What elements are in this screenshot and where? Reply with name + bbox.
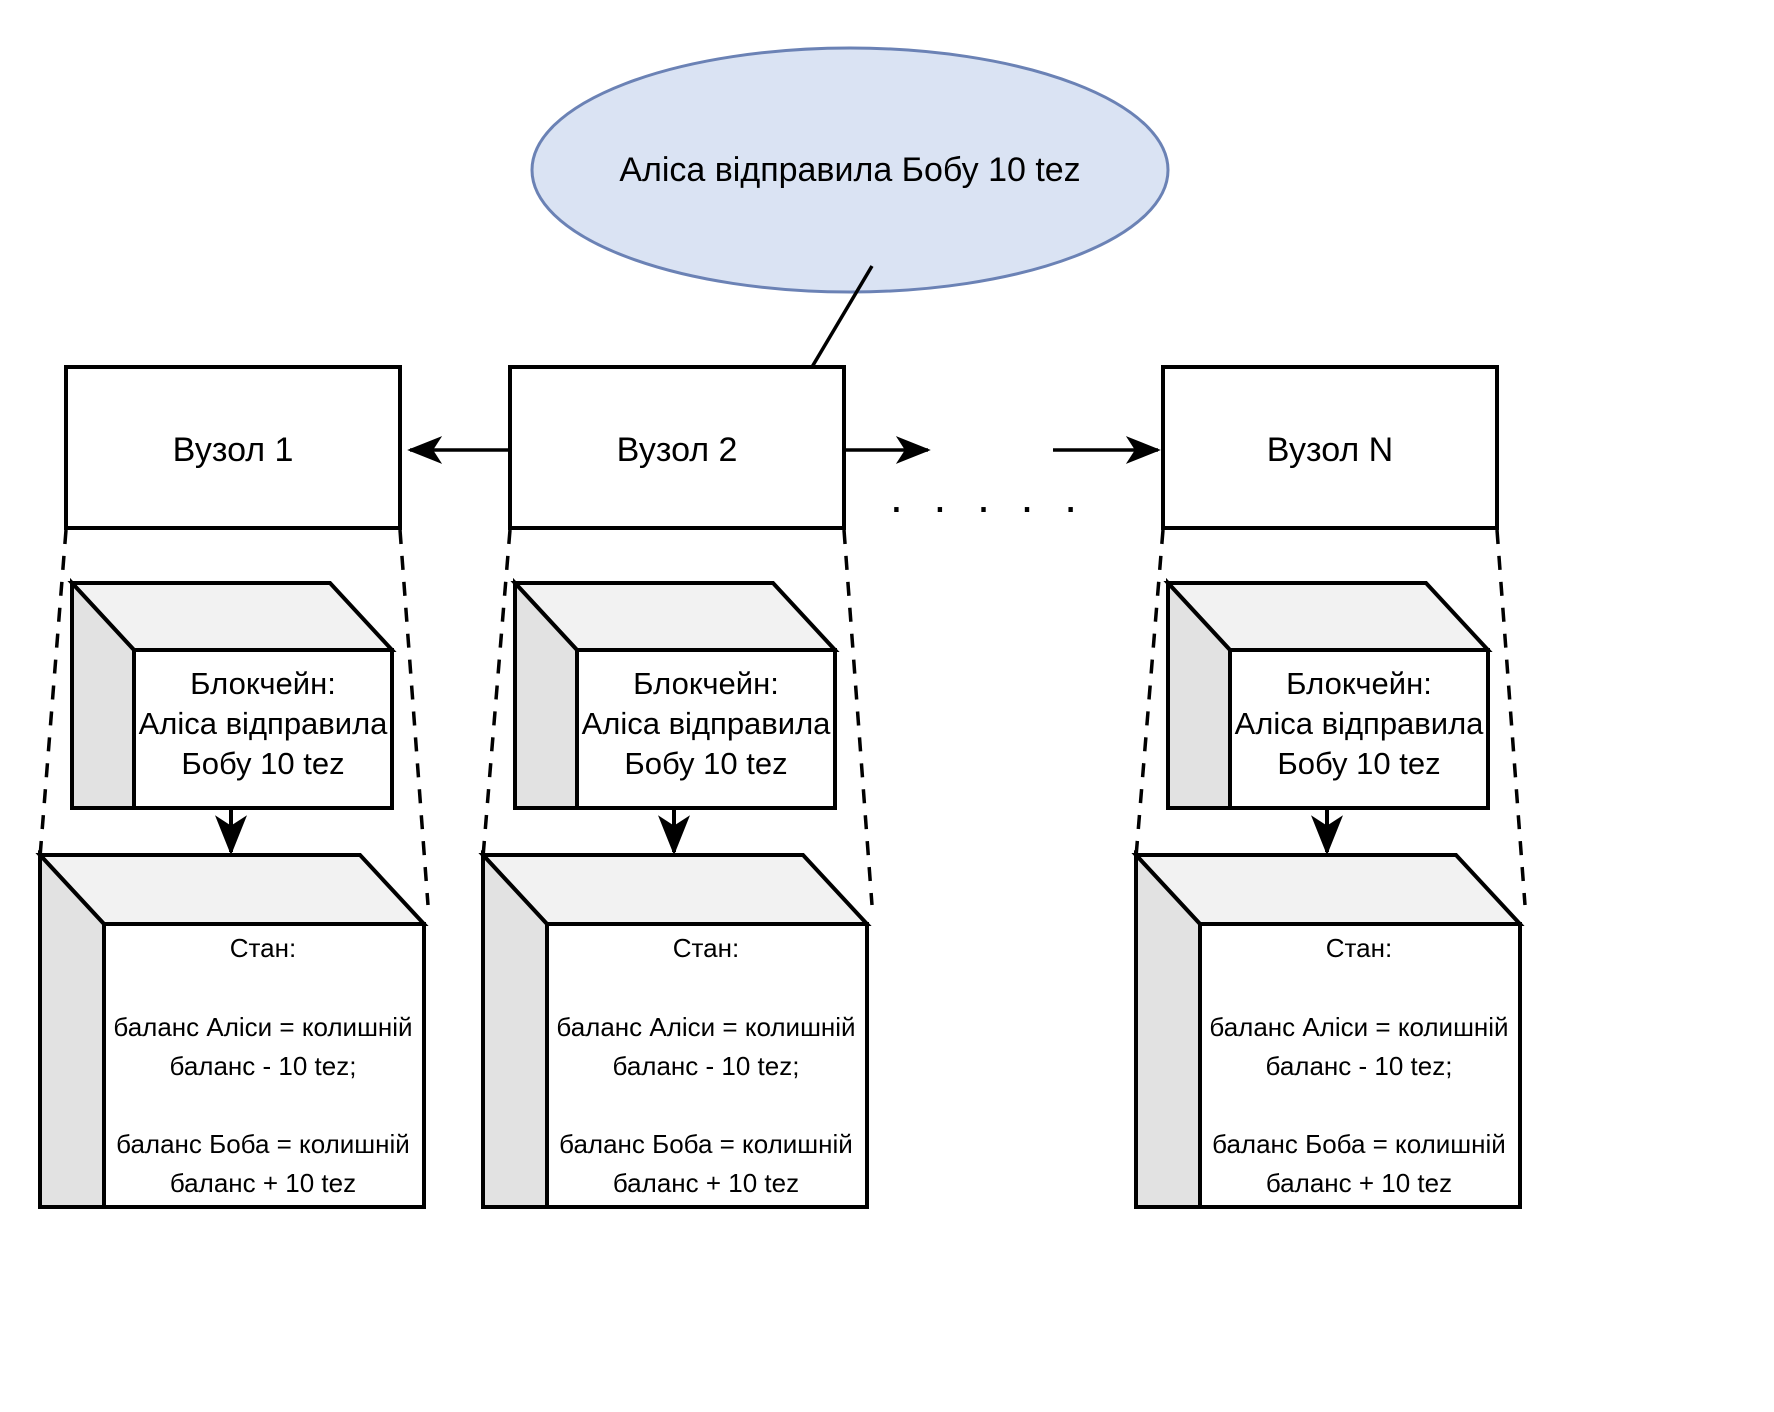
cube-front-face (132, 648, 394, 810)
node-2-state-line3: баланс Боба = колишній (559, 1129, 853, 1159)
node-2-dashed-left (481, 529, 512, 858)
node-1-dashed-right (398, 529, 430, 906)
cube-front-face (1198, 922, 1522, 1209)
node-2-dashed-right (842, 529, 874, 906)
cube-front-face (1228, 648, 1490, 810)
node-n-state-line3: баланс Боба = колишній (1212, 1129, 1506, 1159)
node-1-state-header: Стан: (230, 933, 296, 963)
node-2-blockchain-line2: Аліса відправила (582, 706, 832, 741)
transaction-label: Аліса відправила Бобу 10 tez (619, 151, 1080, 189)
node-2-state-cube[interactable]: Стан: баланс Аліси = колишній баланс - 1… (478, 849, 872, 1209)
node-2-label: Вузол 2 (617, 431, 738, 469)
node-1-dashed-left (38, 529, 68, 858)
node-n-label: Вузол N (1267, 431, 1394, 469)
node-n-state-line2: баланс - 10 tez; (1266, 1051, 1453, 1081)
node-1-blockchain-cube[interactable]: Блокчейн: Аліса відправила Бобу 10 tez (67, 577, 397, 810)
node-1-label: Вузол 1 (173, 431, 294, 469)
node-2-state-line1: баланс Аліси = колишній (556, 1012, 855, 1042)
node-1-blockchain-line2: Аліса відправила (139, 706, 389, 741)
node-1-state-cube[interactable]: Стан: баланс Аліси = колишній баланс - 1… (35, 849, 429, 1209)
cube-top-face (35, 853, 429, 926)
node-2-blockchain-cube[interactable]: Блокчейн: Аліса відправила Бобу 10 tez (510, 577, 840, 810)
cube-front-face (102, 922, 426, 1209)
cube-top-face (478, 853, 872, 926)
node-1-blockchain-line1: Блокчейн: (190, 666, 336, 701)
node-n-state-cube[interactable]: Стан: баланс Аліси = колишній баланс - 1… (1131, 849, 1525, 1209)
node-2-state-line2: баланс - 10 tez; (613, 1051, 800, 1081)
node-n-blockchain-cube[interactable]: Блокчейн: Аліса відправила Бобу 10 tez (1163, 577, 1493, 810)
transaction-ellipse (530, 46, 1170, 294)
node-n-blockchain-line2: Аліса відправила (1235, 706, 1485, 741)
node-2-blockchain-line3: Бобу 10 tez (624, 746, 787, 781)
node-1-state-line1: баланс Аліси = колишній (113, 1012, 412, 1042)
node-1-box[interactable] (64, 365, 402, 530)
node-2-box[interactable] (508, 365, 846, 530)
node-1-state-line4: баланс + 10 tez (170, 1168, 356, 1198)
ellipsis-dots: . . . . . (890, 470, 1086, 522)
node-1-state-line3: баланс Боба = колишній (116, 1129, 410, 1159)
cube-top-face (1131, 853, 1525, 926)
node-n-dashed-left (1134, 529, 1165, 858)
node-n-dashed-right (1495, 529, 1527, 906)
cube-front-face (545, 922, 869, 1209)
cube-front-face (575, 648, 837, 810)
node-n-state-line4: баланс + 10 tez (1266, 1168, 1452, 1198)
node-2-blockchain-line1: Блокчейн: (633, 666, 779, 701)
node-n-blockchain-line3: Бобу 10 tez (1277, 746, 1440, 781)
node-2-state-line4: баланс + 10 tez (613, 1168, 799, 1198)
node-1-state-line2: баланс - 10 tez; (170, 1051, 357, 1081)
node-n-state-header: Стан: (1326, 933, 1392, 963)
node-n-box[interactable] (1161, 365, 1499, 530)
node-2-state-header: Стан: (673, 933, 739, 963)
node-n-state-line1: баланс Аліси = колишній (1209, 1012, 1508, 1042)
node-1-blockchain-line3: Бобу 10 tez (181, 746, 344, 781)
node-n-blockchain-line1: Блокчейн: (1286, 666, 1432, 701)
